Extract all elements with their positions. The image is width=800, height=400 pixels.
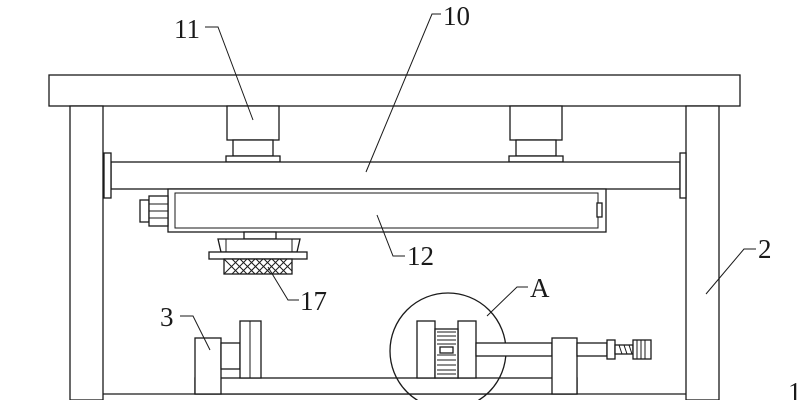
screw-bearing-block <box>551 337 578 395</box>
mesh-pattern <box>223 258 293 275</box>
top-cylinders <box>225 105 564 163</box>
leader-10 <box>365 13 441 173</box>
label-12: 12 <box>407 241 434 271</box>
hand-knob <box>632 339 652 360</box>
beam-right-flange <box>679 152 687 199</box>
leader-17 <box>267 266 299 301</box>
leader-lines <box>180 13 756 351</box>
base-rail <box>194 377 578 395</box>
hanging-housing <box>139 188 607 233</box>
moving-jaw <box>416 320 477 379</box>
cylinder-right <box>508 105 564 163</box>
motor <box>139 195 169 227</box>
label-a: A <box>530 273 550 303</box>
springs <box>437 331 456 375</box>
leader-12 <box>376 214 405 257</box>
cylinder-left <box>225 105 281 163</box>
clamp-assembly <box>194 292 652 400</box>
leader-a <box>486 286 528 317</box>
label-17: 17 <box>300 286 327 316</box>
leader-11 <box>205 26 254 121</box>
label-11: 11 <box>174 14 200 44</box>
beam-left-flange <box>103 152 112 199</box>
leader-2 <box>705 248 756 295</box>
left-leg <box>69 105 104 400</box>
tool-head <box>208 231 308 275</box>
leader-3 <box>180 315 211 351</box>
right-leg <box>685 105 720 400</box>
label-2: 2 <box>758 234 772 264</box>
label-10: 10 <box>443 1 470 31</box>
top-plate <box>48 74 741 107</box>
part-labels: 11 10 12 17 2 3 A 1 <box>160 1 800 400</box>
lead-screw <box>475 337 652 395</box>
left-jaw <box>194 320 262 395</box>
label-3: 3 <box>160 302 174 332</box>
label-1: 1 <box>788 377 800 400</box>
